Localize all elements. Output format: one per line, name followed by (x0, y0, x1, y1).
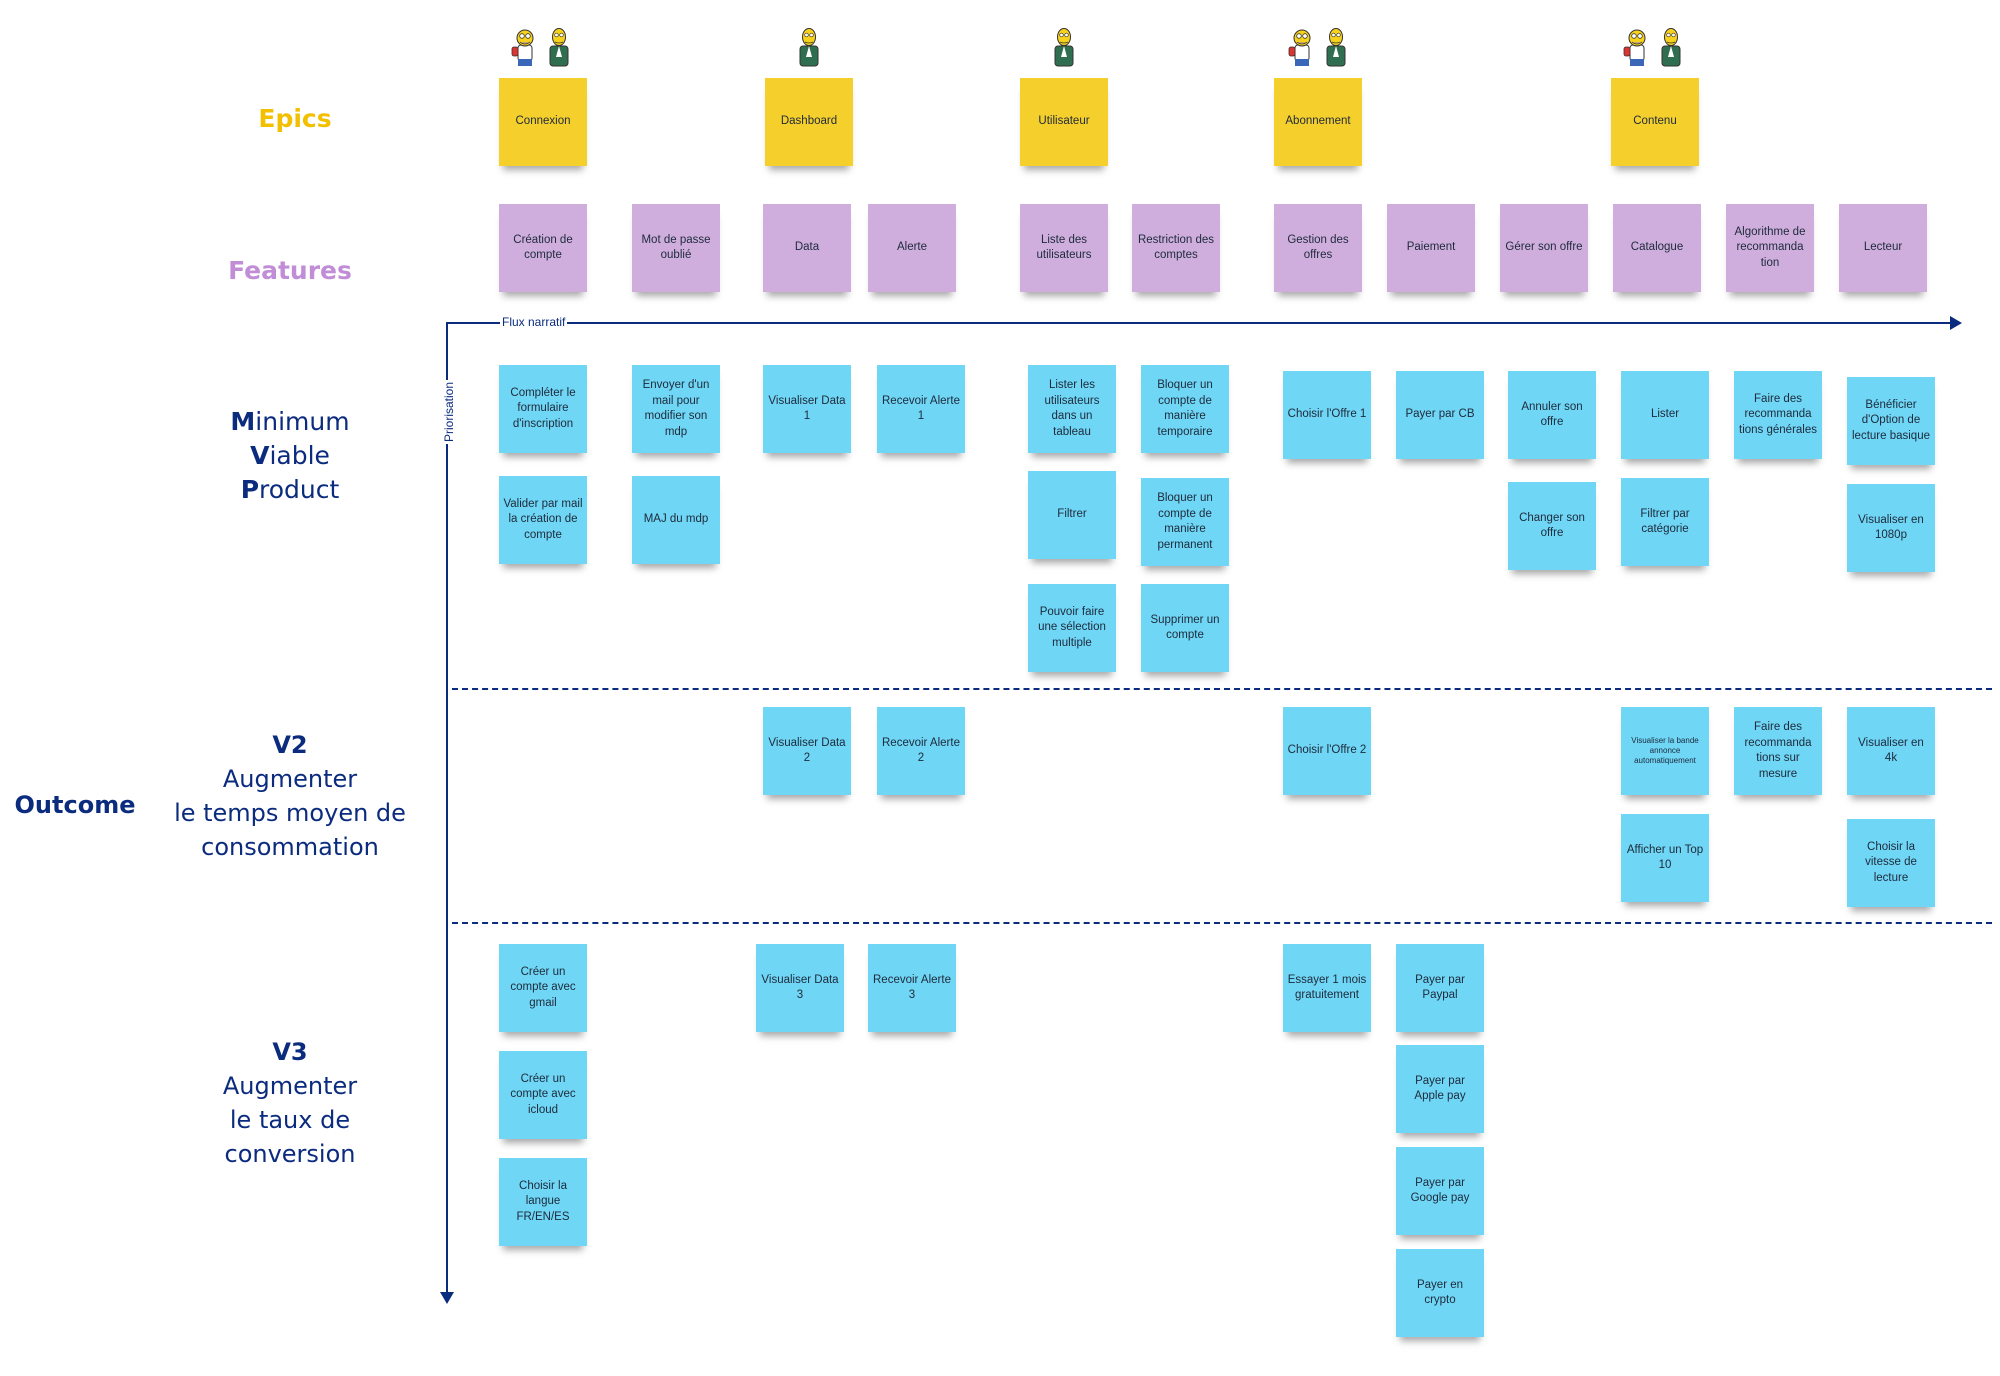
flux-narratif-axis (446, 322, 1956, 324)
story-note-v2[interactable]: Visualiser Data 2 (763, 707, 851, 795)
story-note-mvp[interactable]: Compléter le formulaire d'inscription (499, 365, 587, 453)
story-note-mvp[interactable]: Visualiser Data 1 (763, 365, 851, 453)
burns-avatar-icon (799, 28, 819, 67)
story-note-mvp[interactable]: Lister les utilisateurs dans un tableau (1028, 365, 1116, 453)
feature-note[interactable]: Algorithme de recommanda tion (1726, 204, 1814, 292)
feature-note[interactable]: Liste des utilisateurs (1020, 204, 1108, 292)
story-note-v2[interactable]: Afficher un Top 10 (1621, 814, 1709, 902)
story-note-mvp[interactable]: Faire des recommanda tions générales (1734, 371, 1822, 459)
story-note-v3[interactable]: Payer par Google pay (1396, 1147, 1484, 1235)
story-note-v3[interactable]: Créer un compte avec icloud (499, 1051, 587, 1139)
story-note-mvp[interactable]: Filtrer (1028, 471, 1116, 559)
v3-row-label: V3 Augmenter le taux de conversion (222, 1038, 358, 1168)
feature-note[interactable]: Alerte (868, 204, 956, 292)
release-separator-v2-v3 (452, 922, 1992, 924)
burns-avatar-icon (1054, 28, 1074, 67)
epic-note-dashboard[interactable]: Dashboard (765, 78, 853, 166)
priorisation-label: Priorisation (442, 380, 456, 444)
feature-note[interactable]: Catalogue (1613, 204, 1701, 292)
story-note-v3[interactable]: Payer par Apple pay (1396, 1045, 1484, 1133)
homer-avatar-icon (1623, 29, 1646, 67)
story-note-mvp[interactable]: Annuler son offre (1508, 371, 1596, 459)
story-note-mvp[interactable]: Payer par CB (1396, 371, 1484, 459)
story-note-mvp[interactable]: Visualiser en 1080p (1847, 484, 1935, 572)
story-note-mvp[interactable]: Filtrer par catégorie (1621, 478, 1709, 566)
story-note-v2[interactable]: Choisir l'Offre 2 (1283, 707, 1371, 795)
story-note-mvp[interactable]: Recevoir Alerte 1 (877, 365, 965, 453)
v2-row-label: V2 Augmenter le temps moyen de consommat… (174, 731, 406, 861)
epic-note-abonnement[interactable]: Abonnement (1274, 78, 1362, 166)
feature-note[interactable]: Gérer son offre (1500, 204, 1588, 292)
burns-avatar-icon (549, 28, 569, 67)
story-note-v3[interactable]: Créer un compte avec gmail (499, 944, 587, 1032)
feature-note[interactable]: Gestion des offres (1274, 204, 1362, 292)
arrow-down-icon (440, 1292, 454, 1304)
story-note-v2[interactable]: Visualiser la bande annonce automatiquem… (1621, 707, 1709, 795)
mvp-row-label: Minimum Viable Product (230, 407, 350, 504)
feature-note[interactable]: Mot de passe oublié (632, 204, 720, 292)
priorisation-axis (446, 323, 448, 1295)
story-note-mvp[interactable]: Bénéficier d'Option de lecture basique (1847, 377, 1935, 465)
story-note-mvp[interactable]: Choisir l'Offre 1 (1283, 371, 1371, 459)
story-note-mvp[interactable]: Changer son offre (1508, 482, 1596, 570)
story-note-v3[interactable]: Visualiser Data 3 (756, 944, 844, 1032)
story-note-v2[interactable]: Choisir la vitesse de lecture (1847, 819, 1935, 907)
story-note-v3[interactable]: Recevoir Alerte 3 (868, 944, 956, 1032)
epics-row-label: Epics (258, 104, 332, 133)
story-note-mvp[interactable]: Pouvoir faire une sélection multiple (1028, 584, 1116, 672)
homer-avatar-icon (1288, 29, 1311, 67)
homer-avatar-icon (511, 29, 534, 67)
burns-avatar-icon (1661, 28, 1681, 67)
story-note-v3[interactable]: Essayer 1 mois gratuitement (1283, 944, 1371, 1032)
features-row-label: Features (228, 256, 352, 285)
release-separator-mvp-v2 (452, 688, 1992, 690)
flux-narratif-label: Flux narratif (500, 315, 568, 329)
story-note-v2[interactable]: Recevoir Alerte 2 (877, 707, 965, 795)
story-note-mvp[interactable]: Lister (1621, 371, 1709, 459)
story-note-v2[interactable]: Visualiser en 4k (1847, 707, 1935, 795)
burns-avatar-icon (1326, 28, 1346, 67)
story-note-mvp[interactable]: Bloquer un compte de manière temporaire (1141, 365, 1229, 453)
story-note-mvp[interactable]: MAJ du mdp (632, 476, 720, 564)
story-note-mvp[interactable]: Valider par mail la création de compte (499, 476, 587, 564)
feature-note[interactable]: Paiement (1387, 204, 1475, 292)
story-note-v3[interactable]: Payer en crypto (1396, 1249, 1484, 1337)
epic-note-utilisateur[interactable]: Utilisateur (1020, 78, 1108, 166)
outcome-label: Outcome (14, 791, 136, 819)
epic-note-connexion[interactable]: Connexion (499, 78, 587, 166)
story-note-v3[interactable]: Payer par Paypal (1396, 944, 1484, 1032)
arrow-right-icon (1950, 316, 1962, 330)
feature-note[interactable]: Data (763, 204, 851, 292)
epic-note-contenu[interactable]: Contenu (1611, 78, 1699, 166)
feature-note[interactable]: Restriction des comptes (1132, 204, 1220, 292)
feature-note[interactable]: Lecteur (1839, 204, 1927, 292)
story-note-mvp[interactable]: Bloquer un compte de manière permanent (1141, 478, 1229, 566)
story-note-v2[interactable]: Faire des recommanda tions sur mesure (1734, 707, 1822, 795)
story-note-v3[interactable]: Choisir la langue FR/EN/ES (499, 1158, 587, 1246)
story-note-mvp[interactable]: Envoyer d'un mail pour modifier son mdp (632, 365, 720, 453)
story-note-mvp[interactable]: Supprimer un compte (1141, 584, 1229, 672)
feature-note[interactable]: Création de compte (499, 204, 587, 292)
